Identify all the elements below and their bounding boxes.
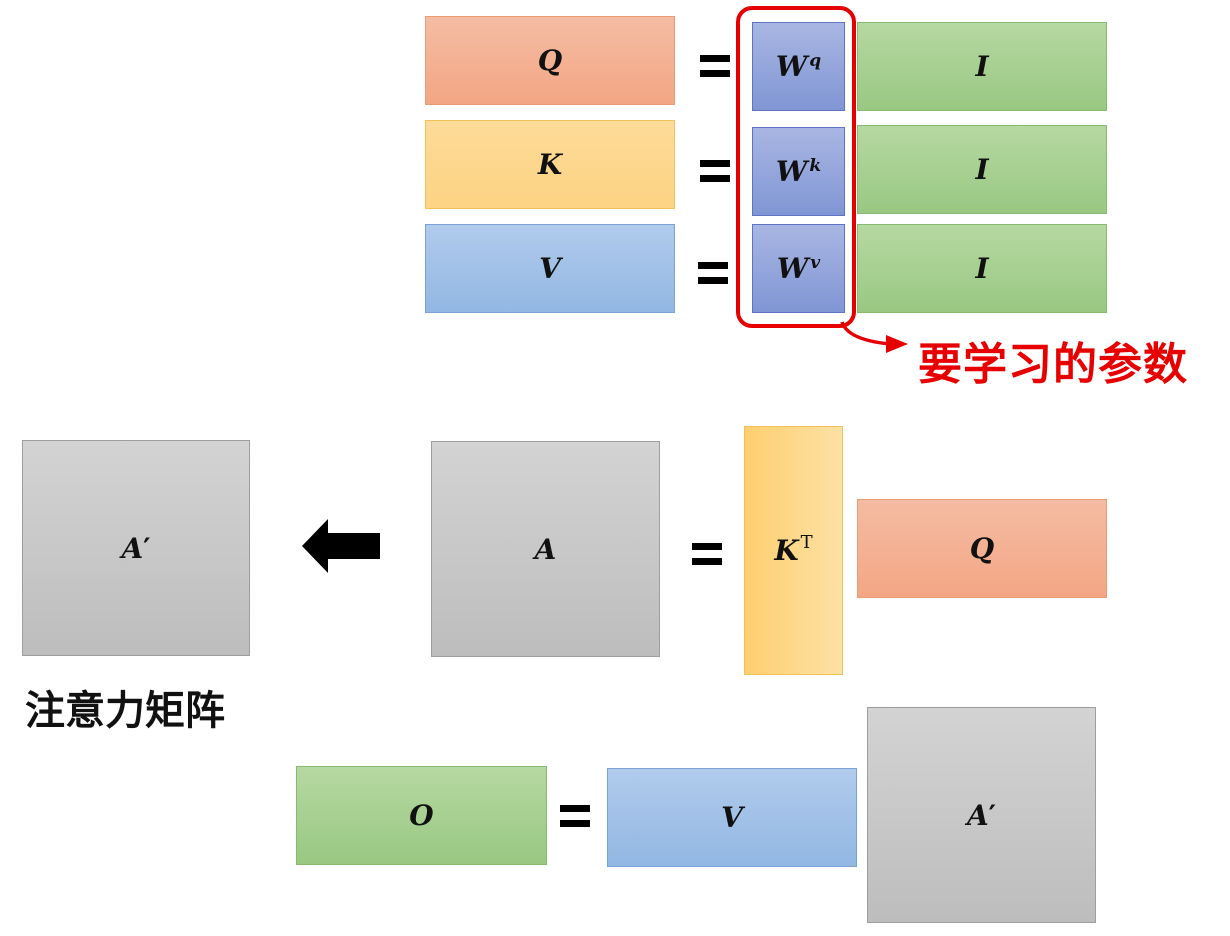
i-symbol-v: I — [975, 252, 989, 285]
i-matrix-k: I — [857, 125, 1107, 214]
q-matrix: Q — [425, 16, 675, 105]
matrix-a: A — [431, 441, 660, 657]
left-arrow-icon — [302, 519, 380, 573]
i-matrix-q: I — [857, 22, 1107, 111]
wk-base: W — [775, 155, 808, 188]
equals-sign-q — [700, 55, 730, 77]
k-symbol: K — [537, 148, 563, 181]
attention-matrix-label: 注意力矩阵 — [25, 688, 225, 734]
equals-sign-a — [692, 543, 722, 565]
q-matrix-attention: Q — [857, 499, 1107, 598]
q-symbol-attention: Q — [969, 532, 995, 565]
attention-matrix-a-prime: A′ — [22, 440, 250, 656]
parameters-highlight-box — [736, 6, 856, 328]
a-prime-mark: ′ — [143, 531, 151, 565]
o-matrix: O — [296, 766, 547, 865]
wk-superscript: k — [809, 155, 822, 176]
a-symbol: A — [534, 532, 557, 566]
i-symbol-k: I — [975, 153, 989, 186]
a-prime-matrix-output: A′ — [867, 707, 1096, 923]
q-symbol: Q — [537, 44, 563, 77]
v-matrix: V — [425, 224, 675, 313]
i-matrix-v: I — [857, 224, 1107, 313]
a-prime-output-base: A — [966, 798, 989, 832]
equals-sign-v — [698, 262, 728, 284]
wv-base: W — [776, 252, 809, 285]
kt-base: K — [774, 534, 799, 567]
kt-superscript: T — [800, 532, 813, 553]
wv-superscript: v — [810, 252, 821, 273]
k-matrix: K — [425, 120, 675, 209]
params-label: 要学习的参数 — [918, 339, 1188, 390]
wq-base: W — [775, 50, 808, 83]
v-matrix-output: V — [607, 768, 857, 867]
o-symbol: O — [409, 799, 434, 832]
equals-sign-k — [700, 160, 730, 182]
wq-superscript: q — [809, 50, 822, 71]
a-prime-base: A — [121, 531, 144, 565]
i-symbol-q: I — [975, 50, 989, 83]
v-symbol-output: V — [721, 801, 743, 834]
equals-sign-o — [560, 805, 590, 827]
v-symbol: V — [539, 252, 561, 285]
params-arrow-icon — [840, 321, 908, 353]
a-prime-output-mark: ′ — [988, 798, 997, 832]
